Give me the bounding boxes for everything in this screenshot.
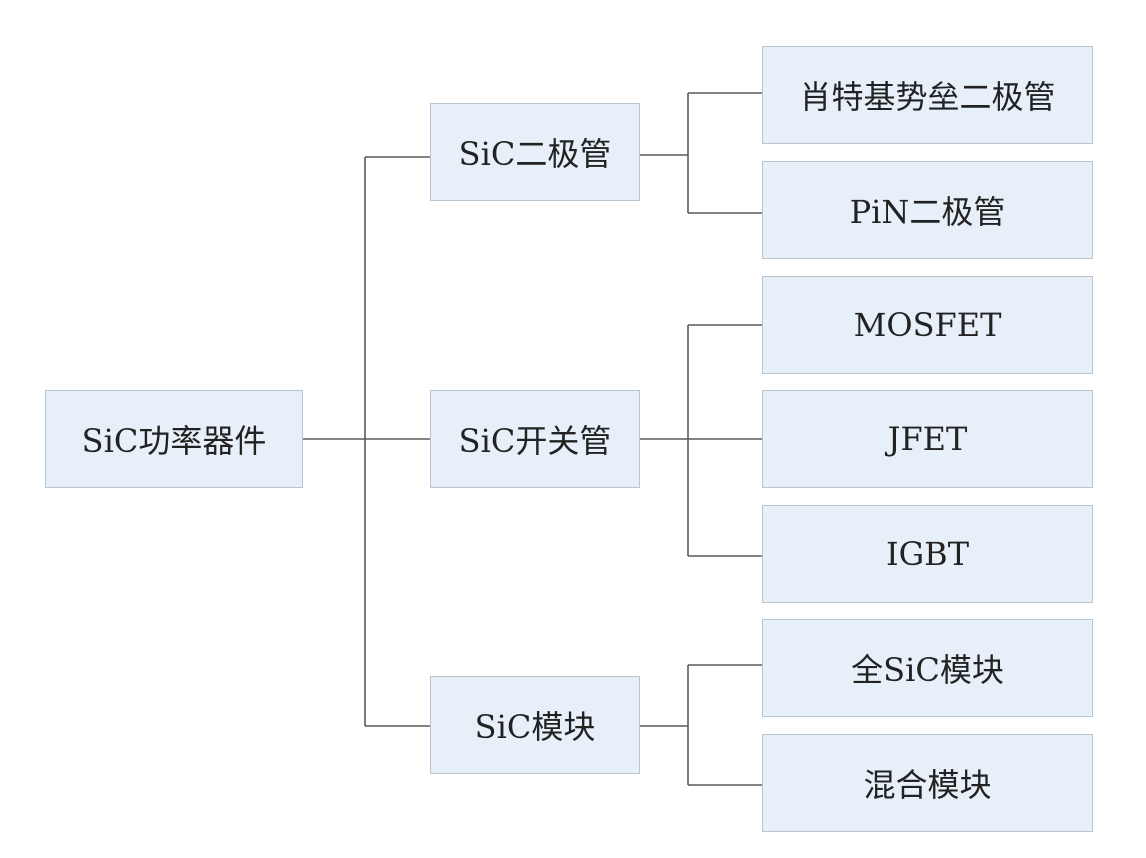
leaf-node-full-sic-module: 全SiC模块 xyxy=(762,619,1093,717)
branch-label-switch: SiC开关管 xyxy=(458,422,612,460)
branch-label-diode: SiC二极管 xyxy=(458,135,612,173)
leaf-label-hybrid-module: 混合模块 xyxy=(863,766,992,804)
leaf-node-schottky: 肖特基势垒二极管 xyxy=(762,46,1093,144)
leaf-node-pin: PiN二极管 xyxy=(762,161,1093,259)
branch-node-module: SiC模块 xyxy=(430,676,640,774)
leaf-node-igbt: IGBT xyxy=(762,505,1093,603)
leaf-label-jfet: JFET xyxy=(887,420,968,458)
leaf-node-hybrid-module: 混合模块 xyxy=(762,734,1093,832)
leaf-label-full-sic-module: 全SiC模块 xyxy=(851,651,1004,689)
leaf-label-igbt: IGBT xyxy=(885,535,970,573)
branch-node-diode: SiC二极管 xyxy=(430,103,640,201)
root-label: SiC功率器件 xyxy=(81,422,267,460)
branch-node-switch: SiC开关管 xyxy=(430,390,640,488)
leaf-label-mosfet: MOSFET xyxy=(853,306,1002,344)
branch-label-module: SiC模块 xyxy=(474,708,596,746)
leaf-label-schottky: 肖特基势垒二极管 xyxy=(799,78,1056,116)
leaf-node-jfet: JFET xyxy=(762,390,1093,488)
leaf-node-mosfet: MOSFET xyxy=(762,276,1093,374)
leaf-label-pin: PiN二极管 xyxy=(849,193,1006,231)
root-node: SiC功率器件 xyxy=(45,390,303,488)
